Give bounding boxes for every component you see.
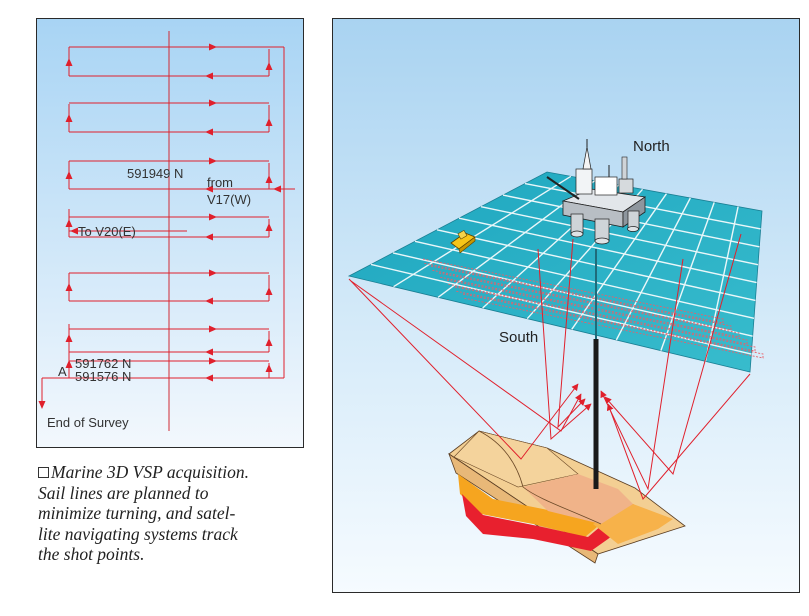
direction-arrow (205, 374, 213, 382)
direction-arrow (205, 72, 213, 80)
shot-line-pattern (422, 258, 724, 324)
direction-arrow (209, 269, 217, 277)
direction-arrow (65, 334, 73, 342)
direction-arrow (65, 114, 73, 122)
seismic-ray-path (537, 248, 592, 441)
direction-arrow (209, 357, 217, 365)
direction-arrow (205, 185, 213, 193)
seismic-ray-path (350, 280, 582, 432)
direction-arrow (205, 233, 213, 241)
direction-arrow (209, 213, 217, 221)
direction-arrow (205, 297, 213, 305)
shot-line-pattern (462, 293, 764, 359)
direction-arrow (265, 223, 273, 231)
geology-block (448, 430, 686, 564)
sea-grid-line (660, 202, 715, 351)
sea-grid-line (458, 217, 757, 284)
shot-line-pattern (454, 286, 756, 352)
layer-tan-top (453, 430, 579, 488)
direction-arrow (209, 43, 217, 51)
sea-grid-line (615, 197, 691, 341)
direction-arrow (209, 157, 217, 165)
direction-arrow (209, 99, 217, 107)
direction-arrow (65, 171, 73, 179)
direction-arrow (265, 287, 273, 295)
northing-591576-label: 591576 N (75, 369, 132, 384)
point-a-label: A (58, 364, 67, 379)
sail-lines-diagram (37, 19, 303, 447)
vsp-scene (333, 19, 799, 592)
seismic-ray-path (557, 238, 586, 429)
direction-arrow (265, 364, 273, 372)
offshore-platform (546, 139, 647, 245)
seismic-ray-path (600, 258, 684, 491)
sea-grid-line (480, 205, 759, 266)
figure-caption: Marine 3D VSP acquisition. Sail lines ar… (38, 462, 318, 565)
fault-ridge (478, 430, 602, 525)
north-label: North (633, 138, 670, 155)
direction-arrow (70, 227, 78, 235)
layer-salmon (523, 474, 633, 524)
sea-grid-line (571, 193, 668, 330)
direction-arrow (209, 325, 217, 333)
direction-arrow (273, 185, 281, 193)
direction-arrow (265, 175, 273, 183)
sea-grid-line (414, 240, 755, 320)
direction-arrow (38, 401, 46, 409)
direction-arrow (65, 219, 73, 227)
layer-red (462, 494, 643, 551)
northing-591949-label: 591949 N (127, 166, 184, 181)
direction-arrow (65, 360, 73, 368)
v17-label: V17(W) (207, 192, 252, 207)
direction-arrow (65, 283, 73, 291)
vsp-illustration-panel: North South (332, 18, 800, 593)
survey-boat-icon (450, 229, 476, 254)
direction-arrow (265, 62, 273, 70)
layer-orange (458, 474, 603, 537)
direction-arrow (65, 58, 73, 66)
direction-arrow (265, 118, 273, 126)
shot-line-pattern (430, 265, 732, 331)
sea-grid-line (704, 206, 739, 362)
to-v20-label: To V20(E) (78, 224, 136, 239)
seismic-ray-path (606, 373, 751, 500)
direction-arrow (205, 348, 213, 356)
shot-line-pattern (438, 272, 740, 338)
direction-arrow (265, 338, 273, 346)
caption-text: Marine 3D VSP acquisition. Sail lines ar… (38, 462, 249, 564)
northing-591762-label: 591762 N (75, 356, 132, 371)
end-of-survey-label: End of Survey (47, 415, 129, 430)
survey-map-panel: 591949 N from V17(W) To V20(E) A 591762 … (36, 18, 304, 448)
from-label: from (207, 175, 233, 190)
sea-grid-line (393, 175, 572, 288)
direction-arrow (205, 128, 213, 136)
caption-marker-box (38, 467, 49, 478)
seismic-ray-path (604, 233, 742, 476)
south-label: South (499, 329, 539, 346)
